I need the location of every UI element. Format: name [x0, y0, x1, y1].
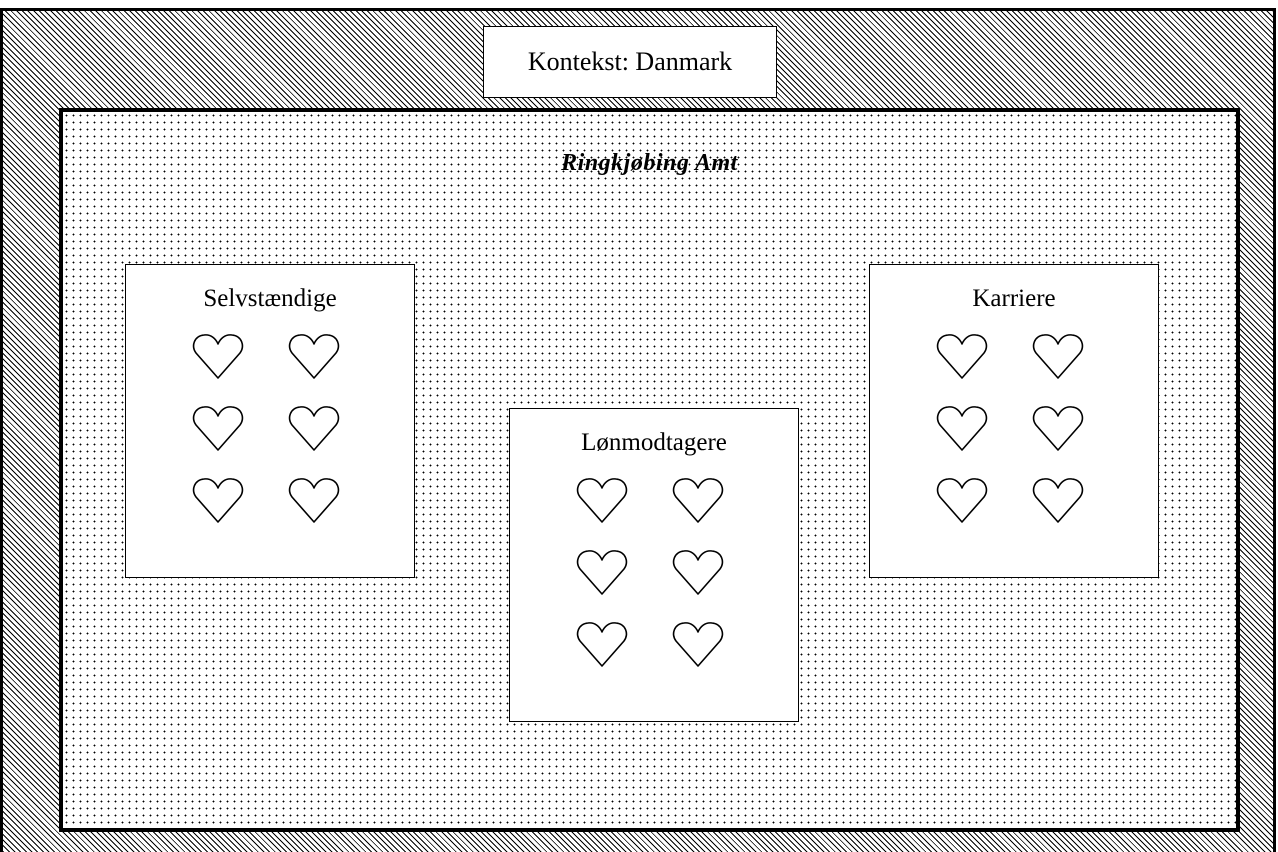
group-karriere: Karriere — [869, 264, 1159, 578]
heart-outline-icon — [192, 475, 244, 527]
heart-outline-icon — [936, 475, 988, 527]
heart-outline-icon — [1032, 331, 1084, 383]
context-label-box: Kontekst: Danmark — [483, 26, 777, 98]
heart-outline-icon — [192, 403, 244, 455]
group-selvstaendige: Selvstændige — [125, 264, 415, 578]
heart-outline-icon — [936, 403, 988, 455]
group-title: Karriere — [972, 285, 1056, 312]
group-title: Selvstændige — [203, 285, 337, 312]
heart-grid — [510, 475, 798, 675]
heart-outline-icon — [288, 331, 340, 383]
region-box: Ringkjøbing Amt Selvstændige Lønmodtager… — [59, 108, 1240, 832]
region-title: Ringkjøbing Amt — [561, 150, 738, 176]
heart-outline-icon — [288, 403, 340, 455]
heart-outline-icon — [672, 547, 724, 599]
heart-outline-icon — [672, 475, 724, 527]
heart-outline-icon — [576, 547, 628, 599]
heart-outline-icon — [672, 619, 724, 671]
heart-outline-icon — [576, 619, 628, 671]
context-label: Kontekst: Danmark — [527, 47, 733, 76]
heart-outline-icon — [192, 331, 244, 383]
heart-outline-icon — [1032, 403, 1084, 455]
heart-outline-icon — [936, 331, 988, 383]
group-lonmodtagere: Lønmodtagere — [509, 408, 799, 722]
heart-outline-icon — [1032, 475, 1084, 527]
heart-outline-icon — [288, 475, 340, 527]
heart-grid — [126, 331, 414, 531]
group-title: Lønmodtagere — [581, 429, 727, 456]
heart-grid — [870, 331, 1158, 531]
heart-outline-icon — [576, 475, 628, 527]
